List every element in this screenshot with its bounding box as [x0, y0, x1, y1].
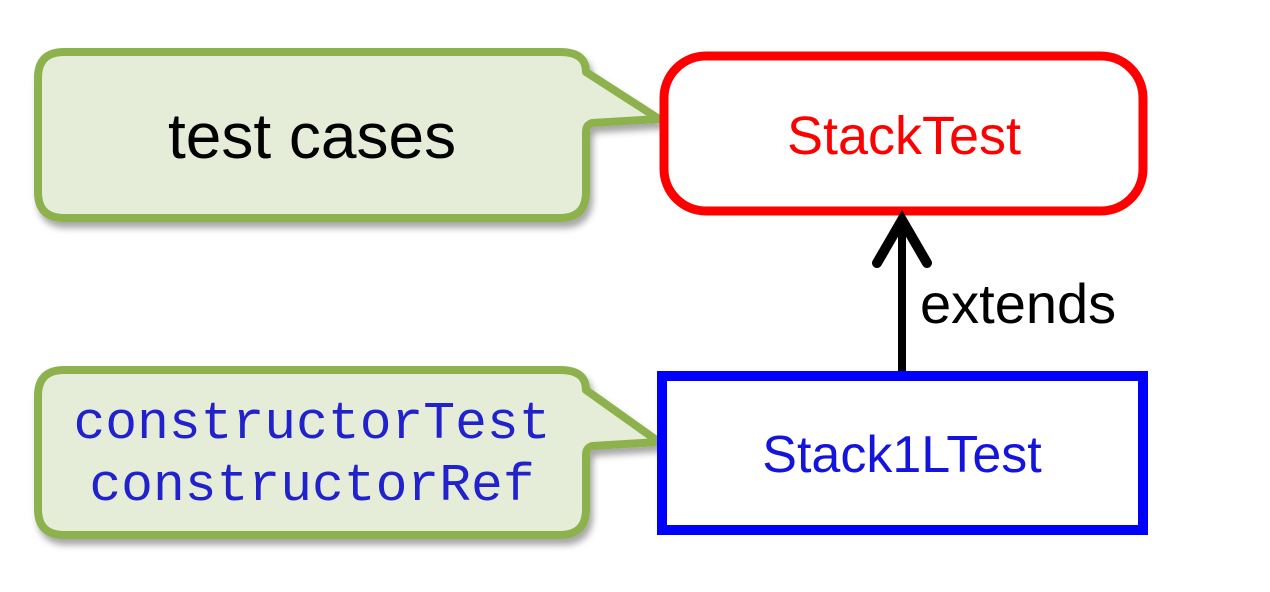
stacktest-label: StackTest [787, 106, 1021, 166]
stack1ltest-label: Stack1LTest [762, 426, 1042, 484]
arrow-head-icon [872, 210, 932, 268]
extends-label: extends [920, 272, 1116, 335]
stack1ltest-box [657, 371, 1148, 535]
constructor-test-label: constructorTest [73, 394, 550, 454]
constructors-callout [34, 366, 663, 539]
test-cases-label: test cases [168, 100, 456, 172]
extends-arrow [872, 210, 932, 371]
test-cases-callout [34, 48, 663, 222]
stacktest-box [659, 51, 1148, 216]
constructor-ref-label: constructorRef [89, 456, 534, 516]
